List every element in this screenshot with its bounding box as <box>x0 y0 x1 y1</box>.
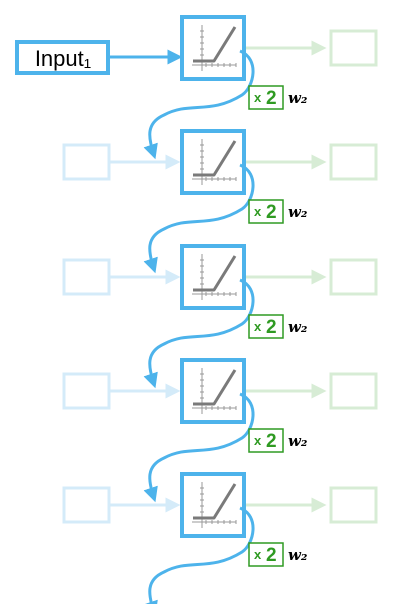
activation-curve <box>193 140 237 177</box>
weight-multiplier-symbol: x <box>254 433 262 448</box>
activation-curve <box>193 369 237 406</box>
input-label: Input₁ <box>35 46 91 71</box>
faded-output-box <box>329 29 378 67</box>
unit-box <box>180 129 246 195</box>
unit-box <box>180 244 246 310</box>
weight-box <box>248 199 284 224</box>
input-node: Input₁ <box>15 40 110 75</box>
unit-box <box>180 472 246 538</box>
faded-output-box <box>329 258 378 296</box>
weight-name: w₂ <box>288 546 308 564</box>
weight-multiplier-value: 2 <box>266 202 277 223</box>
relu-activation-icon <box>192 139 237 185</box>
faded-input-box <box>62 258 111 296</box>
relu-activation-icon <box>192 25 237 71</box>
curved-arrow-icon <box>143 392 255 503</box>
curved-arrow-icon <box>143 49 255 160</box>
faded-output-box <box>329 143 378 181</box>
weight-multiplier-value: 2 <box>266 431 277 452</box>
faded-output-box <box>329 372 378 410</box>
weight-multiplier-symbol: x <box>254 204 262 219</box>
curved-arrow-icon <box>143 163 255 274</box>
relu-activation-icon <box>192 254 237 300</box>
weight-multiplier-symbol: x <box>254 547 262 562</box>
relu-activation-icon <box>192 368 237 414</box>
weight-box <box>248 314 284 339</box>
weight-box <box>248 428 284 453</box>
unit-box <box>180 15 246 81</box>
weight-multiplier-symbol: x <box>254 90 262 105</box>
weight-multiplier-value: 2 <box>266 545 277 566</box>
relu-activation-icon <box>192 482 237 528</box>
weight-name: w₂ <box>288 89 308 107</box>
faded-input-box <box>62 143 111 181</box>
weight-multiplier-symbol: x <box>254 319 262 334</box>
faded-output-box <box>329 486 378 524</box>
weight-box <box>248 542 284 567</box>
weight-name: w₂ <box>288 318 308 336</box>
activation-curve <box>193 483 237 520</box>
weight-multiplier-value: 2 <box>266 317 277 338</box>
weight-name: w₂ <box>288 203 308 221</box>
weight-multiplier-value: 2 <box>266 88 277 109</box>
curved-arrow-icon <box>143 506 255 604</box>
activation-curve <box>193 26 237 63</box>
weight-name: w₂ <box>288 432 308 450</box>
unit-box <box>180 358 246 424</box>
activation-curve <box>193 255 237 292</box>
curved-arrow-icon <box>143 278 255 389</box>
faded-input-box <box>62 486 111 524</box>
faded-input-box <box>62 372 111 410</box>
weight-box <box>248 85 284 110</box>
